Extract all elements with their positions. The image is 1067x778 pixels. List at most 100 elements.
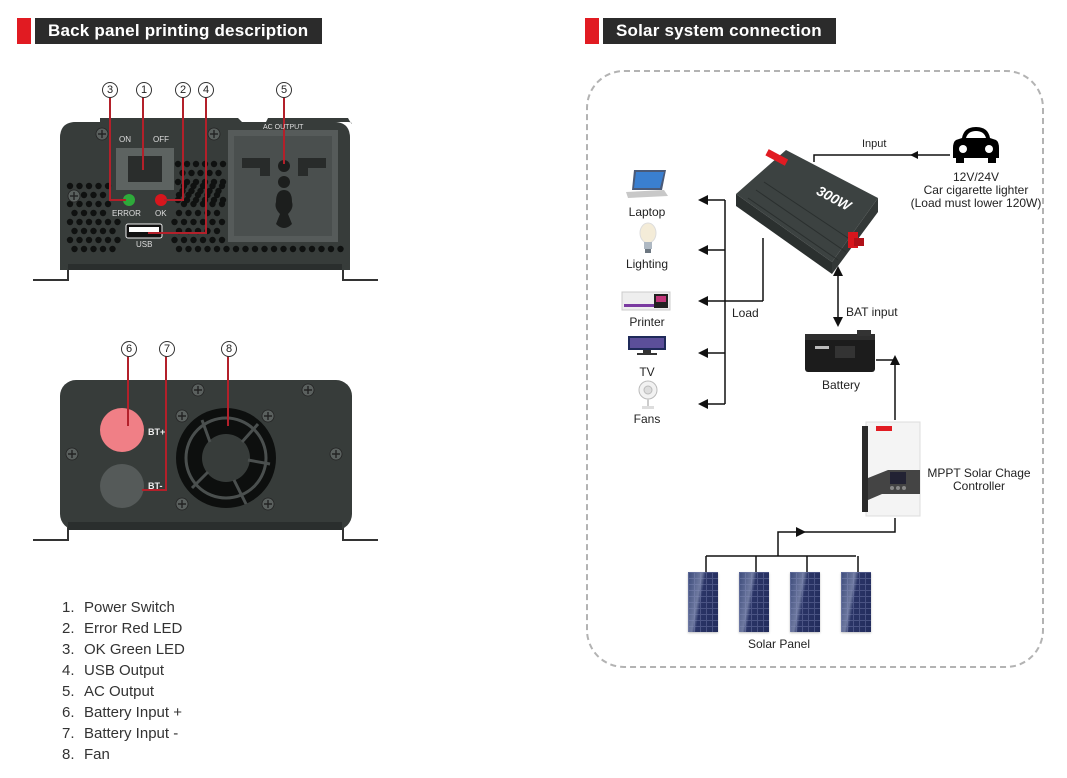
bt-plus-terminal — [100, 408, 144, 452]
solar-panel-label: Solar Panel — [747, 637, 811, 651]
vent-hole — [90, 245, 97, 253]
vent-hole — [114, 236, 121, 244]
vent-hole — [66, 200, 74, 208]
load-arrow — [698, 296, 708, 306]
vent-hole — [199, 236, 207, 244]
error-led-label: ERROR — [112, 209, 141, 218]
switch-off-label: OFF — [153, 135, 169, 144]
vent-hole — [66, 236, 74, 244]
legend-item: 4.USB Output — [62, 662, 165, 679]
callout-2: 2 — [175, 82, 191, 98]
vent-hole — [210, 178, 218, 186]
callout-lines — [109, 96, 285, 234]
bat-down-arrow — [833, 317, 843, 327]
vent-hole — [185, 245, 192, 253]
legend-item: 7.Battery Input - — [62, 725, 179, 742]
vent-hole — [114, 218, 121, 226]
vent-hole — [194, 209, 202, 217]
vent-hole — [213, 209, 221, 217]
car-load-note: (Load must lower 120W) — [910, 196, 1042, 210]
vent-hole — [99, 209, 107, 217]
car-voltage-label: 12V/24V — [952, 170, 1000, 184]
legend-item: 6.Battery Input + — [62, 704, 182, 721]
vent-hole — [213, 245, 221, 253]
vent-hole — [218, 218, 226, 226]
vent-hole — [99, 245, 107, 253]
load-label-tv: TV — [639, 365, 655, 379]
load-label: Load — [732, 306, 759, 320]
callout-6: 6 — [121, 341, 137, 357]
callout-4: 4 — [198, 82, 214, 98]
legend-item: 2.Error Red LED — [62, 620, 183, 637]
vent-hole — [71, 227, 78, 235]
vent-hole — [210, 196, 218, 204]
laptop-icon — [626, 170, 668, 198]
vent-hole — [192, 160, 200, 168]
vent-hole — [188, 187, 195, 195]
vent-hole — [210, 160, 218, 168]
component-legend: 1.Power Switch 2.Error Red LED 3.OK Gree… — [62, 597, 185, 765]
vent-hole — [175, 245, 183, 253]
vent-hole — [71, 245, 78, 253]
load-arrow — [698, 245, 708, 255]
solar-system-title: Solar system connection — [603, 18, 836, 44]
bat-input-label: BAT input — [846, 305, 898, 319]
back-panel-title: Back panel printing description — [35, 18, 323, 44]
vent-hole — [80, 209, 88, 217]
load-arrow — [698, 399, 708, 409]
vent-hole — [109, 245, 116, 253]
vent-hole — [218, 236, 226, 244]
load-label-laptop: Laptop — [628, 205, 666, 219]
switch-on-label: ON — [119, 135, 131, 144]
vent-hole — [188, 169, 195, 177]
vent-hole — [80, 227, 88, 235]
vent-hole — [104, 236, 112, 244]
bat-up-arrow — [833, 266, 843, 276]
vent-hole — [76, 200, 83, 208]
vent-hole — [90, 227, 97, 235]
light-bulb-icon — [639, 222, 657, 253]
vent-hole — [219, 196, 227, 204]
vent-hole — [183, 196, 191, 204]
vent-hole — [175, 209, 183, 217]
controller-label-line2: Controller — [952, 479, 1006, 493]
solar-panel-icon — [790, 572, 820, 632]
load-label-lighting: Lighting — [625, 257, 669, 271]
callout-5: 5 — [276, 82, 292, 98]
vent-hole — [95, 218, 102, 226]
bt-minus-label: BT- — [148, 481, 163, 491]
bt-plus-label: BT+ — [148, 427, 166, 437]
ac-output-label: AC OUTPUT — [263, 124, 304, 131]
vent-hole — [95, 182, 102, 190]
vent-hole — [327, 245, 335, 253]
mppt-controller-icon — [862, 421, 921, 517]
load-arrow — [698, 195, 708, 205]
vent-hole — [213, 227, 221, 235]
controller-label-line1: MPPT Solar Chage — [927, 466, 1031, 480]
vent-hole — [199, 218, 207, 226]
vent-hole — [215, 187, 222, 195]
car-lighter-label: Car cigarette lighter — [923, 183, 1029, 197]
vent-hole — [171, 236, 178, 244]
diagram-frame — [586, 70, 1044, 668]
vent-hole — [318, 245, 325, 253]
vent-hole — [85, 182, 93, 190]
battery-icon — [805, 330, 875, 372]
vent-hole — [223, 245, 230, 253]
vent-hole — [299, 245, 306, 253]
vent-hole — [270, 245, 278, 253]
vent-hole — [232, 245, 240, 253]
solar-system-header: Solar system connection — [585, 18, 836, 44]
vent-hole — [280, 245, 287, 253]
vent-hole — [80, 191, 88, 199]
vent-hole — [80, 245, 88, 253]
bt-minus-terminal — [100, 464, 144, 508]
vent-hole — [308, 245, 316, 253]
load-label-fans: Fans — [633, 412, 661, 426]
vent-hole — [219, 178, 227, 186]
vent-hole — [197, 187, 204, 195]
charge-arrow — [890, 355, 900, 365]
input-arrow — [910, 151, 918, 159]
vent-hole — [85, 200, 93, 208]
